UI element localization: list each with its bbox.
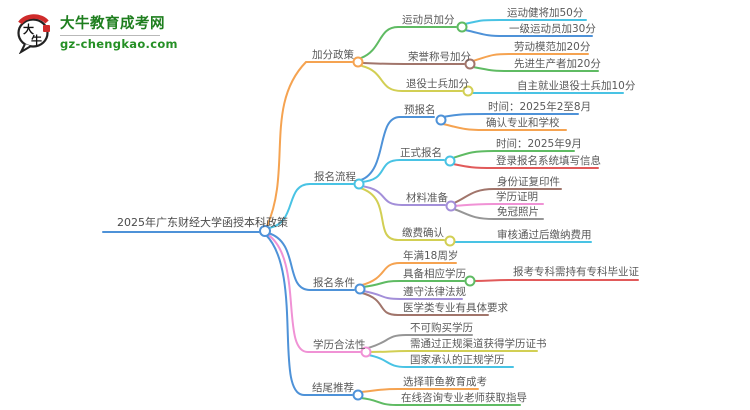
logo-title: 大牛教育成考网: [60, 16, 165, 32]
node-formal-registration: 正式报名: [400, 147, 442, 159]
node-sports-master-50: 运动健将加50分: [507, 7, 584, 19]
svg-text:大: 大: [23, 22, 34, 36]
node-required-education: 具备相应学历: [403, 268, 466, 280]
node-veteran-bonus: 退役士兵加分: [406, 78, 469, 90]
node-level1-athlete-30: 一级运动员加30分: [509, 23, 596, 35]
logo-url: gz-chengkao.com: [60, 37, 178, 51]
node-obey-laws: 遵守法律法规: [403, 286, 466, 298]
site-logo[interactable]: 大 牛 大牛教育成考网 gz-chengkao.com: [14, 12, 178, 54]
node-pre-registration: 预报名: [404, 104, 436, 116]
node-education-legality: 学历合法性: [313, 339, 366, 351]
logo-divider: [60, 35, 160, 36]
node-pay-after-review: 审核通过后缴纳费用: [497, 229, 592, 241]
node-state-recognized: 国家承认的正规学历: [410, 354, 505, 366]
node-material-preparation: 材料准备: [406, 192, 448, 204]
node-registration-process: 报名流程: [314, 171, 356, 183]
logo-text-block: 大牛教育成考网 gz-chengkao.com: [60, 12, 178, 51]
node-choose-feiyu: 选择菲鱼教育成考: [403, 376, 487, 388]
node-payment-confirmation: 缴费确认: [402, 227, 444, 239]
node-formal-reg-time: 时间：2025年9月: [496, 138, 582, 150]
node-photo: 免冠照片: [497, 206, 539, 218]
node-pre-reg-time: 时间：2025年2至8月: [488, 101, 592, 113]
node-no-buying-diploma: 不可购买学历: [410, 322, 473, 334]
node-self-employed-veteran-10: 自主就业退役士兵加10分: [517, 80, 636, 92]
node-labor-model-20: 劳动模范加20分: [514, 41, 591, 53]
node-formal-channels: 需通过正规渠道获得学历证书: [410, 338, 547, 350]
node-confirm-major-school: 确认专业和学校: [486, 117, 560, 129]
node-age-18: 年满18周岁: [403, 250, 459, 262]
node-registration-conditions: 报名条件: [313, 277, 355, 289]
node-id-copy: 身份证复印件: [497, 176, 560, 188]
node-athlete-bonus: 运动员加分: [402, 14, 455, 26]
node-education-proof: 学历证明: [496, 191, 538, 203]
node-online-consultation: 在线咨询专业老师获取指导: [401, 392, 527, 404]
node-bonus-policy: 加分政策: [312, 49, 354, 61]
node-advanced-producer-20: 先进生产者加20分: [514, 58, 601, 70]
node-honor-title-bonus: 荣誉称号加分: [408, 51, 471, 63]
node-diploma-required: 报考专科需持有专科毕业证: [513, 266, 639, 278]
node-ending-recommendation: 结尾推荐: [312, 382, 354, 394]
node-fill-info: 登录报名系统填写信息: [496, 155, 601, 167]
node-medical-requirements: 医学类专业有具体要求: [403, 302, 508, 314]
node-root: 2025年广东财经大学函授本科政策: [117, 216, 288, 229]
svg-text:牛: 牛: [31, 33, 42, 47]
daniu-logo-icon: 大 牛: [17, 14, 50, 54]
